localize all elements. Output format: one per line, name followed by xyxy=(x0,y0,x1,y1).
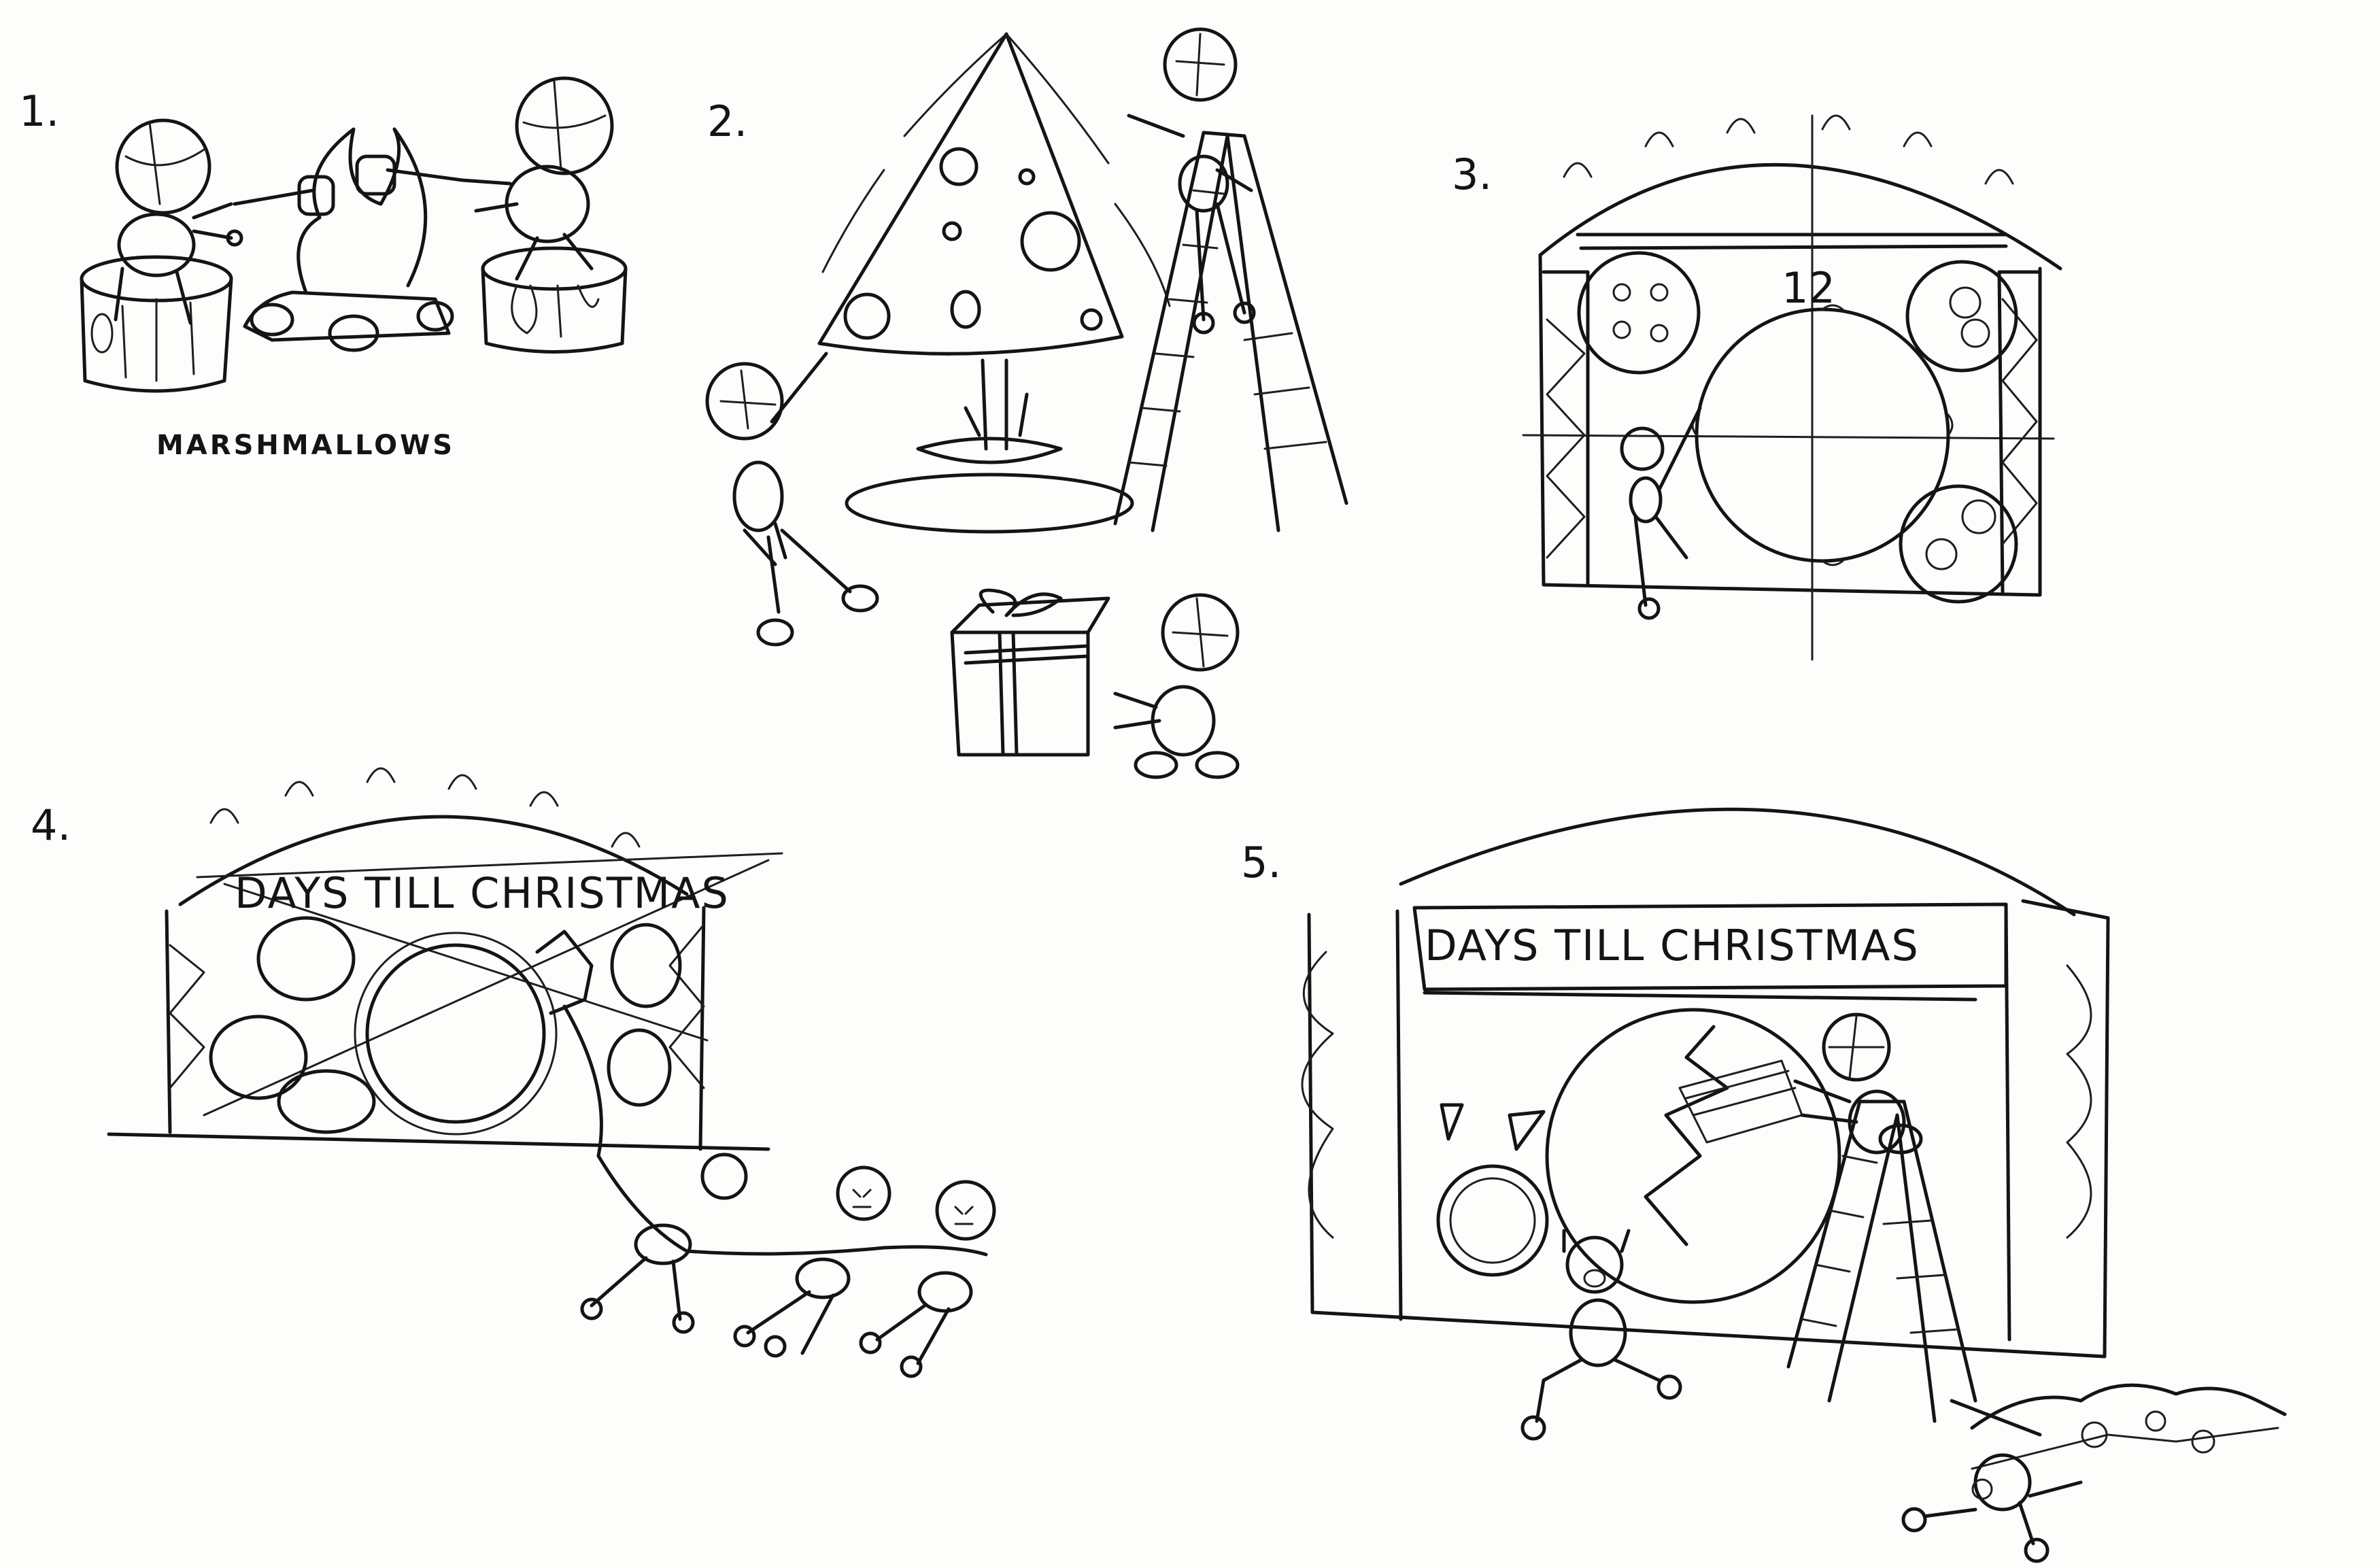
panel-4-number: 4. xyxy=(31,800,71,850)
panel-1-caption: MARSHMALLOWS xyxy=(156,430,455,461)
panel-4-banner: DAYS TILL CHRISTMAS xyxy=(235,868,730,918)
panel-5-banner: DAYS TILL CHRISTMAS xyxy=(1425,921,1920,970)
panel-1: 1. xyxy=(19,76,628,461)
panel-2: 2. xyxy=(705,27,1348,779)
panel-1-drawing xyxy=(80,76,628,393)
panel-2-number: 2. xyxy=(707,97,747,146)
panel-5: 5. DAYS TILL CHRISTMAS xyxy=(1241,807,2287,1563)
panel-3: 3. 12 xyxy=(1452,114,2062,661)
panel-4: 4. DAYS TILL CHRISTMAS xyxy=(31,767,996,1378)
panel-3-drawing: 12 xyxy=(1522,114,2062,661)
panel-4-drawing: DAYS TILL CHRISTMAS xyxy=(107,767,996,1378)
panel-3-counter-number: 12 xyxy=(1782,263,1835,313)
panel-3-number: 3. xyxy=(1452,150,1492,199)
panel-1-number: 1. xyxy=(19,86,59,136)
panel-5-number: 5. xyxy=(1241,838,1281,887)
panel-5-drawing: DAYS TILL CHRISTMAS xyxy=(1301,807,2287,1563)
panel-2-drawing xyxy=(705,27,1348,779)
